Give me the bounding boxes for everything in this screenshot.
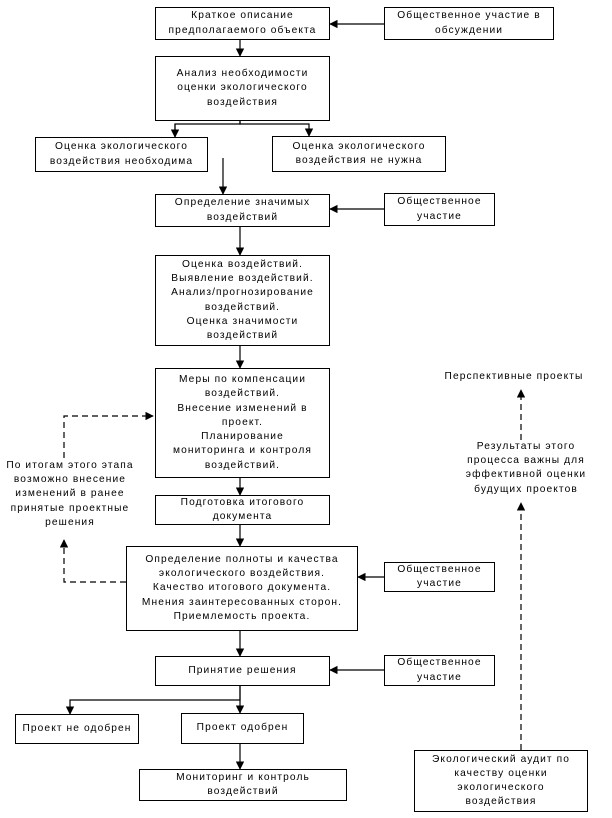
final-document-box: Подготовка итогового документа	[155, 495, 330, 525]
text-line: качеству оценки	[454, 767, 548, 779]
text-line: проект.	[221, 416, 264, 428]
text-line: Общественное	[397, 657, 482, 669]
text-line: экологического	[457, 782, 545, 793]
assessment-required-box: Оценка экологического воздействия необход…	[35, 137, 208, 172]
text-line: оценки экологического	[177, 82, 308, 94]
text-line: экологического воздействия.	[158, 568, 326, 580]
text-line: Экологический аудит по	[431, 753, 571, 765]
text-line: воздействий	[207, 786, 279, 797]
text-line: Оценка воздействий.	[182, 258, 303, 270]
text-line: Мониторинг и контроль	[176, 771, 310, 783]
results-note: Результаты этого процесса важны для эффект…	[455, 440, 597, 497]
text-line: Принятие решения	[188, 664, 297, 676]
public-participation-discussion-box: Общественное участие в обсуждении	[384, 7, 554, 40]
text-line: обсуждении	[434, 24, 504, 36]
text-line: решения	[45, 516, 95, 528]
text-line: документа	[212, 511, 273, 522]
environmental-audit-box: Экологический аудит по качеству оценки эко…	[414, 750, 588, 812]
text-line: Анализ/прогнозирование	[171, 287, 314, 299]
text-line: воздействия не нужна	[295, 155, 423, 166]
decision-making-box: Принятие решения	[155, 656, 330, 686]
project-not-approved-box: Проект не одобрен	[15, 714, 139, 744]
assessment-not-required-box: Оценка экологического воздействия не нужн…	[272, 136, 446, 172]
text-line: Выявление воздействий.	[171, 273, 314, 285]
text-line: возможно внесение	[13, 474, 127, 486]
text-line: процесса важны для	[467, 455, 585, 467]
text-line: мониторинга и контроля	[173, 445, 312, 457]
text-line: Общественное	[397, 563, 482, 575]
arrow-decision-to-not-approved	[65, 686, 241, 715]
text-line: Внесение изменений в	[177, 402, 308, 414]
feedback-note: По итогам этого этапа возможно внесение из…	[0, 459, 140, 530]
text-line: воздействия	[465, 796, 537, 808]
text-line: участие	[417, 671, 462, 683]
text-line: Планирование	[201, 431, 284, 443]
public-participation-box-2: Общественное участие	[384, 193, 495, 226]
text-line: участие	[417, 578, 462, 589]
text-line: Приемлемость проекта.	[173, 610, 311, 622]
impact-assessment-box: Оценка воздействий. Выявление воздействий…	[155, 255, 330, 346]
text-line: Оценка экологического	[292, 140, 426, 152]
text-line: По итогам этого этапа	[6, 460, 134, 471]
text-line: Проект не одобрен	[22, 722, 132, 734]
text-line: воздействий.	[204, 388, 281, 400]
text-line: эффективной оценки	[465, 469, 587, 481]
necessity-analysis-box: Анализ необходимости оценки экологическог…	[155, 56, 330, 121]
text-line: Меры по компенсации	[178, 374, 307, 386]
dashed-feedback-arrow-from-completeness	[59, 539, 126, 583]
text-line: воздействия необходима	[49, 155, 194, 167]
text-line: Подготовка итогового	[180, 496, 305, 508]
text-line: воздействий	[206, 211, 279, 223]
text-line: Мнения заинтересованных сторон.	[141, 596, 343, 608]
text-line: Анализ необходимости	[176, 68, 309, 80]
arrow-analysis-split	[174, 121, 241, 137]
text-line: Общественное участие в	[397, 10, 541, 22]
text-line: будущих проектов	[474, 483, 578, 495]
text-line: воздействий	[206, 329, 279, 341]
text-line: участие	[417, 210, 462, 222]
text-line: Общественное	[397, 196, 482, 208]
public-participation-box-3: Общественное участие	[384, 562, 495, 592]
text-line: Качество итогового документа.	[152, 582, 332, 594]
monitoring-control-box: Мониторинг и контроль воздействий	[139, 769, 347, 801]
text-line: предполагаемого объекта	[168, 24, 317, 36]
text-line: Краткое описание	[191, 10, 294, 22]
project-approved-box: Проект одобрен	[181, 713, 304, 744]
mitigation-measures-box: Меры по компенсации воздействий. Внесение …	[155, 368, 330, 478]
text-line: воздействия	[206, 96, 279, 108]
text-line: Определение значимых	[174, 197, 311, 209]
completeness-quality-box: Определение полноты и качества экологичес…	[126, 546, 358, 631]
text-line: Результаты этого	[476, 441, 576, 452]
text-line: воздействий.	[204, 301, 281, 313]
text-line: Оценка экологического	[54, 141, 189, 153]
text-line: изменений в ранее	[15, 488, 125, 500]
text-line: Проект одобрен	[196, 722, 289, 734]
text-line: Перспективные проекты	[444, 371, 584, 382]
text-line: принятые проектные	[10, 502, 130, 514]
dashed-feedback-arrow-to-measures	[63, 411, 154, 458]
text-line: Определение полноты и качества	[145, 553, 339, 565]
prospective-projects-label: Перспективные проекты	[428, 370, 600, 384]
text-line: Оценка значимости	[186, 315, 299, 327]
brief-description-box: Краткое описание предполагаемого объекта	[155, 7, 330, 40]
significant-impacts-box: Определение значимых воздействий	[155, 194, 330, 227]
text-line: воздействий.	[204, 459, 281, 471]
public-participation-box-4: Общественное участие	[384, 655, 495, 686]
